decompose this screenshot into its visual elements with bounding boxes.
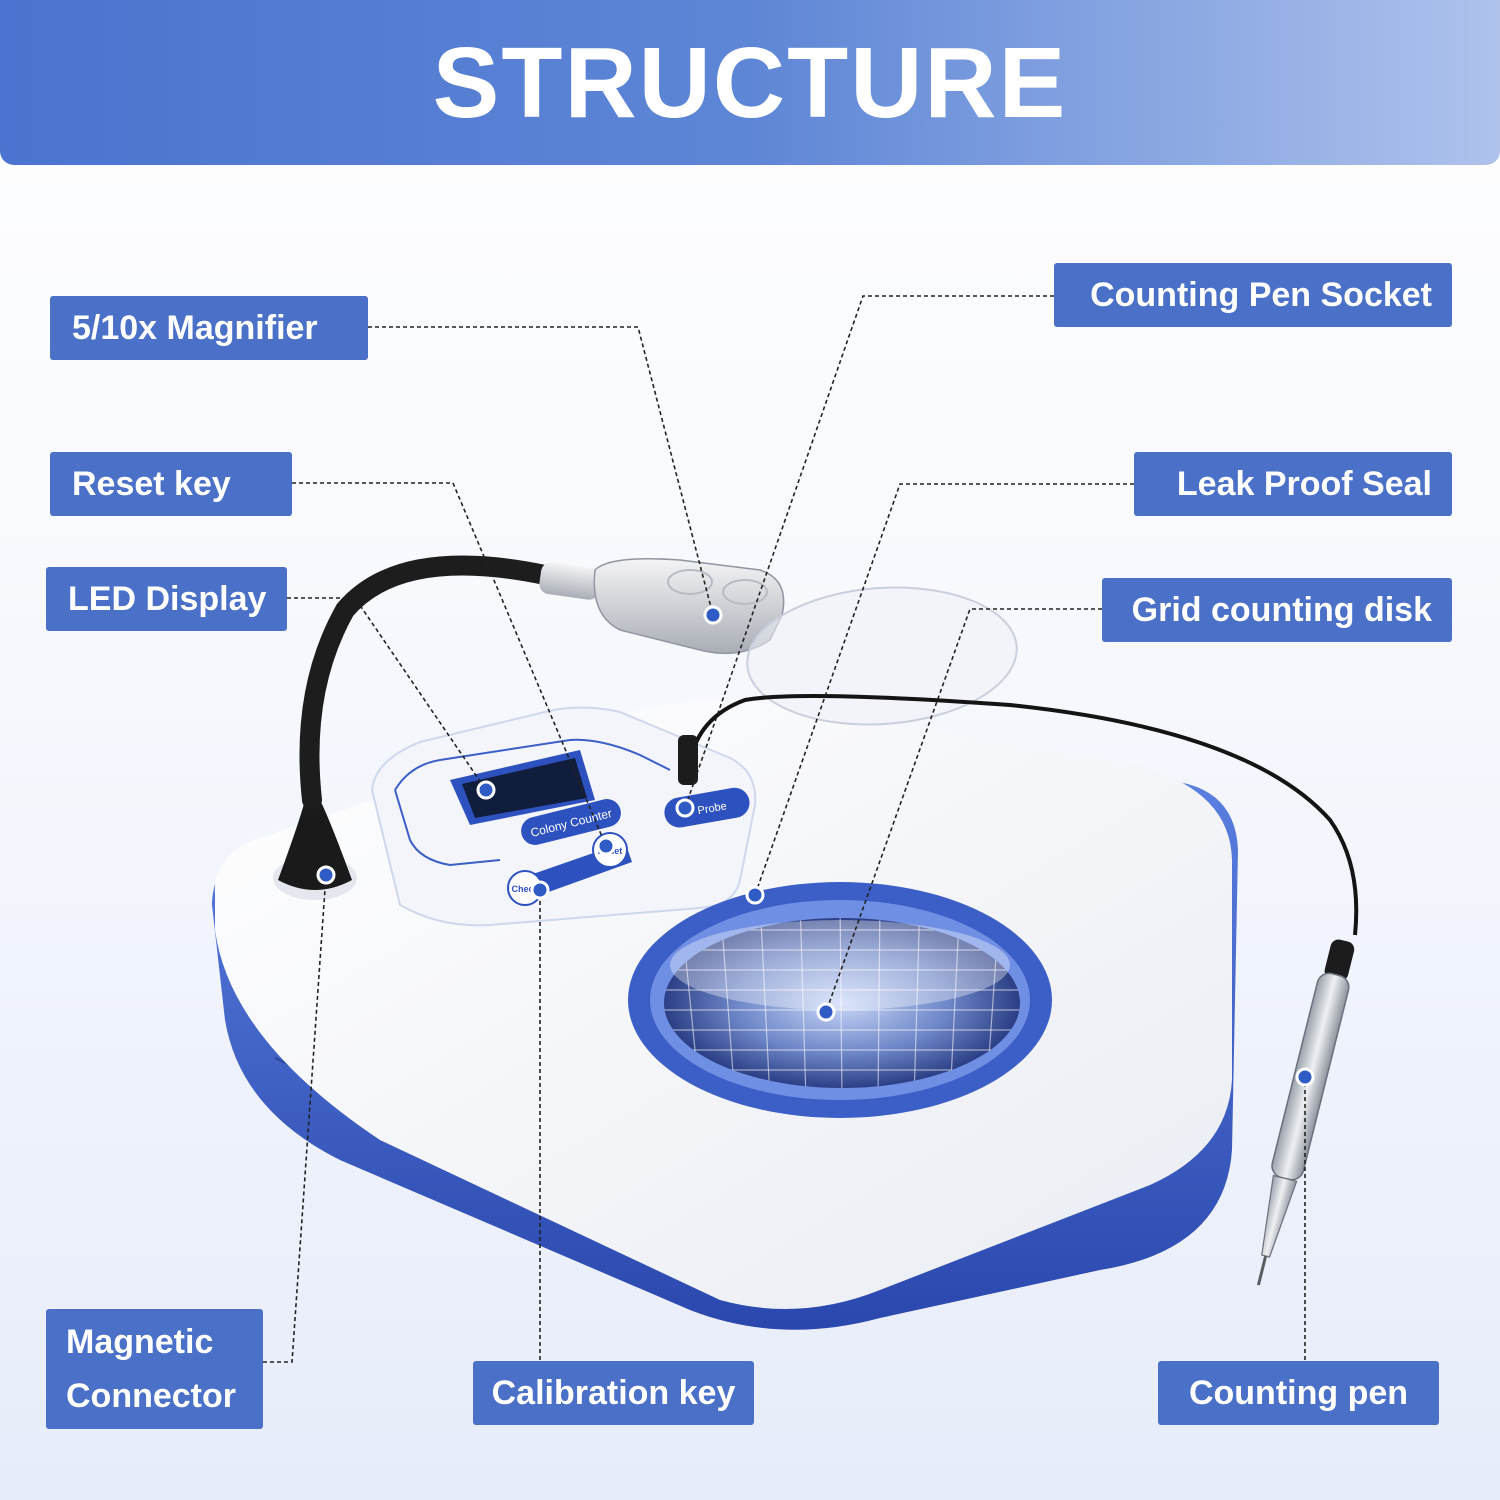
callout-counting-pen-socket: Counting Pen Socket [1054, 263, 1452, 327]
leader-counting-pen-socket [684, 295, 1054, 809]
marker-dots [316, 605, 1315, 1087]
callout-magnetic-connector-line2: Connector [66, 1377, 236, 1415]
callout-led-display: LED Display [46, 567, 287, 631]
callout-calibration-key: Calibration key [473, 1361, 754, 1425]
marker-dot-leak-proof-seal [745, 885, 765, 905]
probe-socket-plate: Probe [664, 787, 750, 828]
marker-dot-counting-pen-socket [675, 798, 695, 818]
callout-reset-key: Reset key [50, 452, 292, 516]
gooseneck-arm [299, 555, 555, 810]
leader-reset-key [292, 482, 607, 847]
marker-dot-magnetic-connector [316, 865, 336, 885]
marker-dot-led-display [476, 780, 496, 800]
leader-magnetic-connector [263, 874, 327, 1363]
leader-lines [263, 295, 1306, 1363]
marker-dot-counting-pen [1295, 1067, 1315, 1087]
callout-magnetic-connector: Magnetic Connector [46, 1309, 263, 1429]
callout-leak-proof-seal-text: Leak Proof Seal [1176, 464, 1432, 503]
callout-reset-key-text: Reset key [72, 464, 231, 503]
leader-grid-counting-disk [825, 608, 1102, 1013]
callout-magnetic-connector-line1: Magnetic [66, 1323, 214, 1361]
callout-grid-counting-disk-text: Grid counting disk [1131, 590, 1432, 629]
check-key-text: Check [511, 884, 539, 894]
header-banner: STRUCTURE [0, 0, 1500, 165]
counting-pen [1256, 939, 1355, 1286]
gooseneck-base [278, 800, 352, 890]
callout-counting-pen-text: Counting pen [1188, 1373, 1409, 1412]
leader-led-display [287, 597, 487, 791]
marker-dot-reset-key [596, 836, 616, 856]
callout-magnifier-text: 5/10x Magnifier [72, 308, 318, 347]
probe-socket-text: Probe [697, 800, 728, 817]
magnifier-lens [746, 586, 1018, 726]
callout-counting-pen-socket-text: Counting Pen Socket [1090, 275, 1432, 314]
marker-dot-magnifier [703, 605, 723, 625]
callout-grid-counting-disk: Grid counting disk [1102, 578, 1452, 642]
callout-counting-pen: Counting pen [1158, 1361, 1439, 1425]
page-title: STRUCTURE [432, 27, 1068, 139]
probe-cable [686, 694, 1359, 936]
leader-leak-proof-seal [754, 483, 1134, 896]
grid-disk [664, 918, 1020, 1088]
callout-led-display-text: LED Display [68, 579, 267, 618]
marker-dot-grid-counting-disk [816, 1002, 836, 1022]
callout-calibration-key-text: Calibration key [491, 1373, 736, 1412]
callout-magnifier: 5/10x Magnifier [50, 296, 368, 360]
marker-dot-calibration-key [530, 880, 550, 900]
callout-leak-proof-seal: Leak Proof Seal [1134, 452, 1452, 516]
leader-magnifier [368, 326, 714, 616]
